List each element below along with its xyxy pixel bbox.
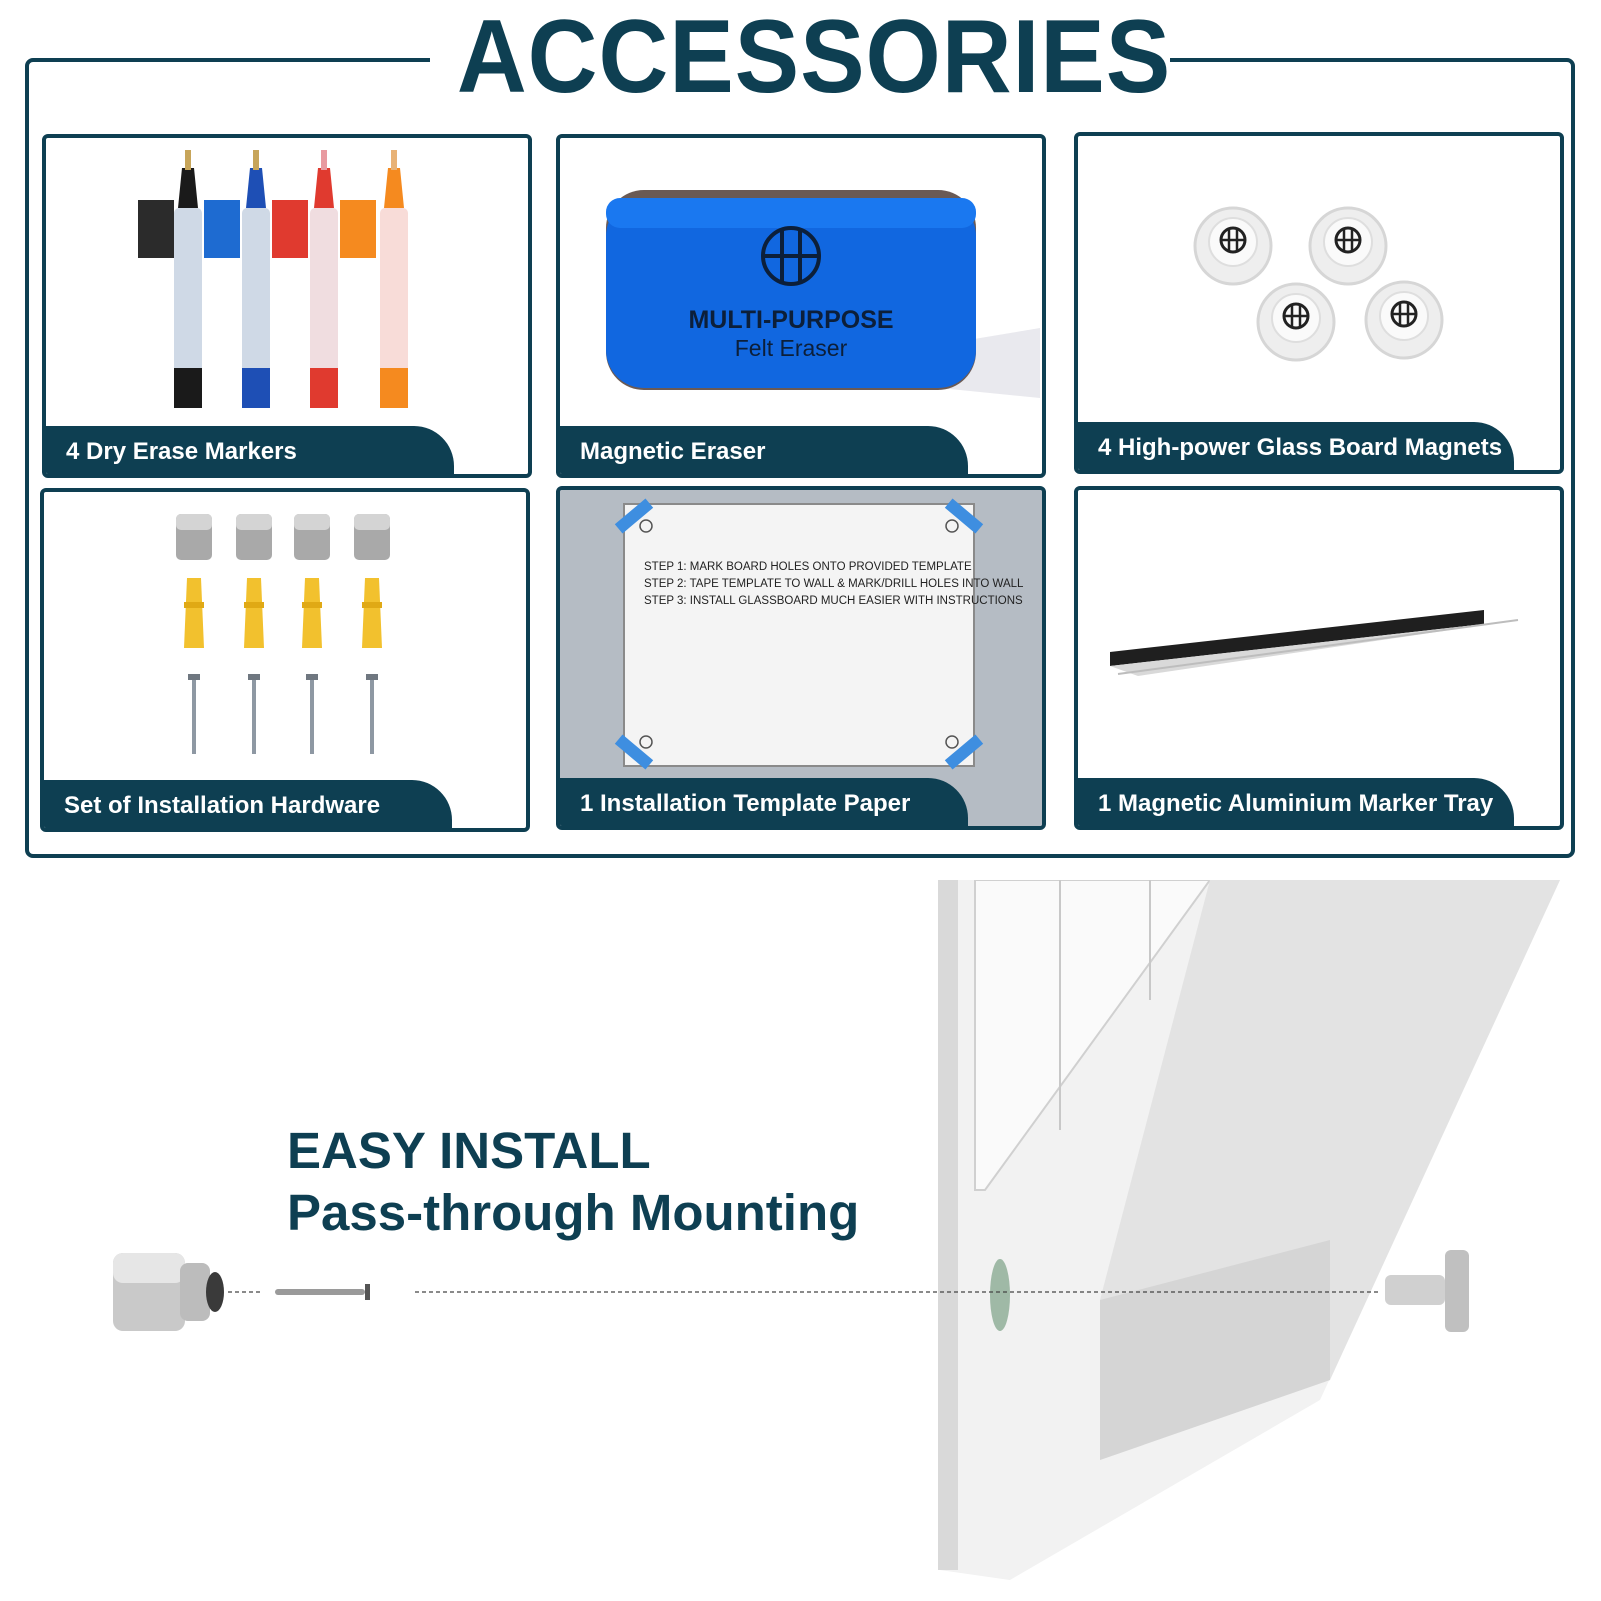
magnet-2 bbox=[1308, 206, 1388, 286]
magnet-3 bbox=[1256, 282, 1336, 362]
magnets-icon bbox=[1193, 206, 1444, 362]
card-markers: 4 Dry Erase Markers bbox=[42, 134, 532, 478]
eraser-subtitle: Felt Eraser bbox=[735, 335, 848, 361]
card-label: Set of Installation Hardware bbox=[44, 780, 452, 828]
template-step-2: STEP 2: TAPE TEMPLATE TO WALL & MARK/DRI… bbox=[644, 578, 1024, 590]
marker-orange bbox=[340, 150, 408, 408]
card-label: 4 High-power Glass Board Magnets bbox=[1078, 422, 1514, 470]
eraser-title: MULTI-PURPOSE bbox=[688, 306, 893, 334]
template-step-3: STEP 3: INSTALL GLASSBOARD MUCH EASIER W… bbox=[644, 595, 1023, 607]
marker-tray-icon bbox=[1110, 610, 1519, 676]
magnet-1 bbox=[1193, 206, 1273, 286]
install-title: EASY INSTALL bbox=[287, 1122, 651, 1179]
markers-icon bbox=[138, 150, 408, 408]
magnet-4 bbox=[1364, 280, 1444, 360]
hardware-set-4 bbox=[354, 514, 390, 754]
marker-black bbox=[138, 150, 202, 408]
eraser-icon: MULTI-PURPOSE Felt Eraser bbox=[606, 190, 1040, 398]
install-headline: EASY INSTALL Pass-through Mounting bbox=[287, 1120, 859, 1244]
hardware-icon bbox=[176, 514, 390, 754]
hardware-set-2 bbox=[236, 514, 272, 754]
card-label: Magnetic Eraser bbox=[560, 426, 968, 474]
hardware-set-3 bbox=[294, 514, 330, 754]
card-tray: 1 Magnetic Aluminium Marker Tray bbox=[1074, 486, 1564, 830]
card-label: 1 Installation Template Paper bbox=[560, 778, 968, 826]
page-title: ACCESSORIES bbox=[456, 0, 1172, 115]
card-label: 4 Dry Erase Markers bbox=[46, 426, 454, 474]
marker-blue bbox=[204, 150, 270, 408]
card-template: STEP 1: MARK BOARD HOLES ONTO PROVIDED T… bbox=[556, 486, 1046, 830]
card-eraser: MULTI-PURPOSE Felt Eraser Magnetic Erase… bbox=[556, 134, 1046, 478]
install-subtitle: Pass-through Mounting bbox=[287, 1184, 860, 1241]
template-paper-icon: STEP 1: MARK BOARD HOLES ONTO PROVIDED T… bbox=[560, 490, 1042, 826]
card-magnets: 4 High-power Glass Board Magnets bbox=[1074, 132, 1564, 474]
heading-wrap: ACCESSORIES bbox=[430, 2, 1170, 112]
template-step-1: STEP 1: MARK BOARD HOLES ONTO PROVIDED T… bbox=[644, 561, 972, 573]
card-hardware: Set of Installation Hardware bbox=[40, 488, 530, 832]
card-label: 1 Magnetic Aluminium Marker Tray bbox=[1078, 778, 1514, 826]
marker-red bbox=[272, 150, 338, 408]
mounting-diagram-icon bbox=[113, 880, 1560, 1580]
hardware-set-1 bbox=[176, 514, 212, 754]
